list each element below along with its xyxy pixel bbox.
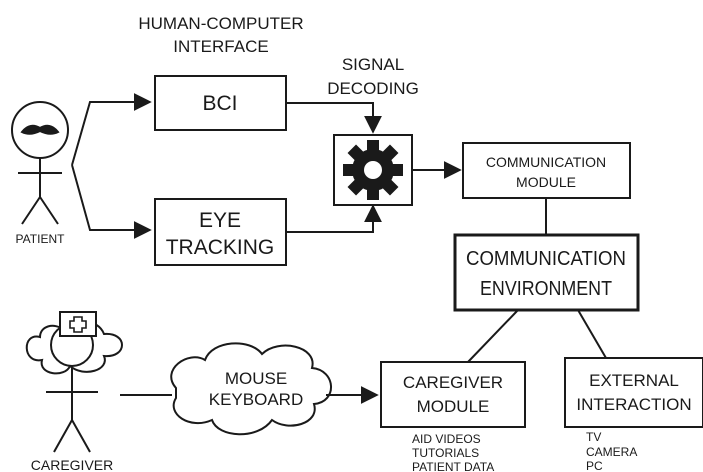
caregiver-module-line2: MODULE — [417, 397, 490, 416]
gear-icon — [343, 140, 403, 200]
caregiver-module-item: PATIENT DATA — [412, 460, 494, 472]
external-interaction-item: CAMERA — [586, 445, 637, 459]
communication-module-line2: MODULE — [516, 174, 576, 190]
eye-tracking-label-line1: EYE — [199, 209, 241, 232]
patient-label: PATIENT — [16, 232, 66, 246]
environment-branches — [467, 309, 607, 363]
eye-tracking-label-line2: TRACKING — [166, 236, 275, 259]
mouse-label: MOUSE — [225, 369, 287, 388]
eye-tracking-box — [154, 198, 287, 266]
hci-title-line1: HUMAN-COMPUTER — [138, 14, 303, 33]
caregiver-figure-icon — [25, 311, 123, 453]
decoding-connectors — [286, 102, 462, 233]
communication-environment-line2: ENVIRONMENT — [480, 278, 612, 300]
caregiver-module-line1: CAREGIVER — [403, 373, 503, 392]
bci-label: BCI — [202, 92, 237, 115]
external-interaction-box — [564, 357, 703, 428]
external-interaction-item: TV — [586, 430, 601, 444]
external-interaction-item: PC — [586, 459, 603, 472]
bci-box — [154, 75, 287, 131]
caregiver-label: CAREGIVER — [31, 457, 113, 472]
decoding-title-line2: DECODING — [327, 79, 419, 98]
hci-title-line2: INTERFACE — [173, 37, 268, 56]
communication-environment-line1: COMMUNICATION — [466, 248, 626, 270]
patient-connector — [71, 93, 152, 239]
communication-environment-box — [453, 233, 640, 312]
decoding-title-line1: SIGNAL — [342, 55, 404, 74]
communication-module-line1: COMMUNICATION — [486, 154, 606, 170]
external-interaction-line1: EXTERNAL — [589, 371, 679, 390]
caregiver-module-item: TUTORIALS — [412, 446, 479, 460]
patient-figure-icon — [11, 101, 69, 225]
caregiver-module-box — [380, 361, 526, 428]
nurse-cap-cross-icon — [69, 316, 87, 333]
cloud-shape — [170, 342, 332, 436]
caregiver-module-item: AID VIDEOS — [412, 432, 481, 446]
keyboard-label: KEYBOARD — [209, 390, 303, 409]
external-interaction-line2: INTERACTION — [576, 395, 691, 414]
